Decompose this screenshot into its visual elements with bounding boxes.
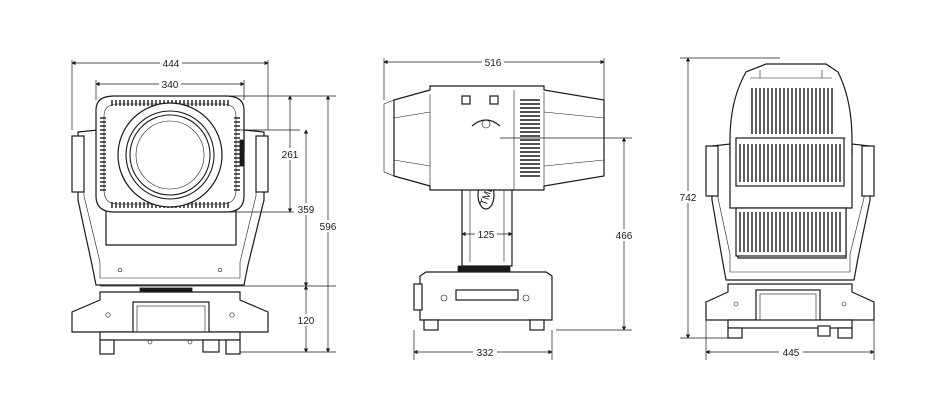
side-view: TMB 516	[383, 56, 637, 360]
dim-side-head-length: 516	[485, 58, 502, 69]
dim-side-base-length: 332	[477, 348, 494, 359]
front-view: 444 340 261 359 596 120	[71, 57, 341, 355]
dim-front-head-width: 340	[162, 80, 179, 91]
side-dimensions: 516 466 125 332	[383, 56, 637, 360]
back-dimensions: 742 445	[675, 57, 875, 360]
side-head	[383, 85, 605, 191]
front-head	[95, 95, 245, 213]
back-base	[705, 283, 875, 339]
dim-back-base-width: 445	[783, 348, 800, 359]
dim-front-lens-height: 261	[282, 150, 299, 161]
dim-back-overall-height: 742	[680, 193, 697, 204]
dim-front-head-height: 359	[298, 205, 315, 216]
front-base	[71, 287, 269, 355]
front-dimensions: 444 340 261 359 596 120	[71, 57, 341, 353]
dim-front-overall-width: 444	[163, 59, 180, 70]
back-view: 742 445	[675, 57, 875, 360]
dim-front-overall-height: 596	[320, 222, 337, 233]
dim-side-arm-height: 466	[616, 231, 633, 242]
dim-side-arm-width: 125	[478, 230, 495, 241]
back-head	[729, 63, 853, 257]
front-yoke	[71, 129, 269, 286]
side-base	[413, 265, 553, 331]
dim-front-base-height: 120	[298, 316, 315, 327]
